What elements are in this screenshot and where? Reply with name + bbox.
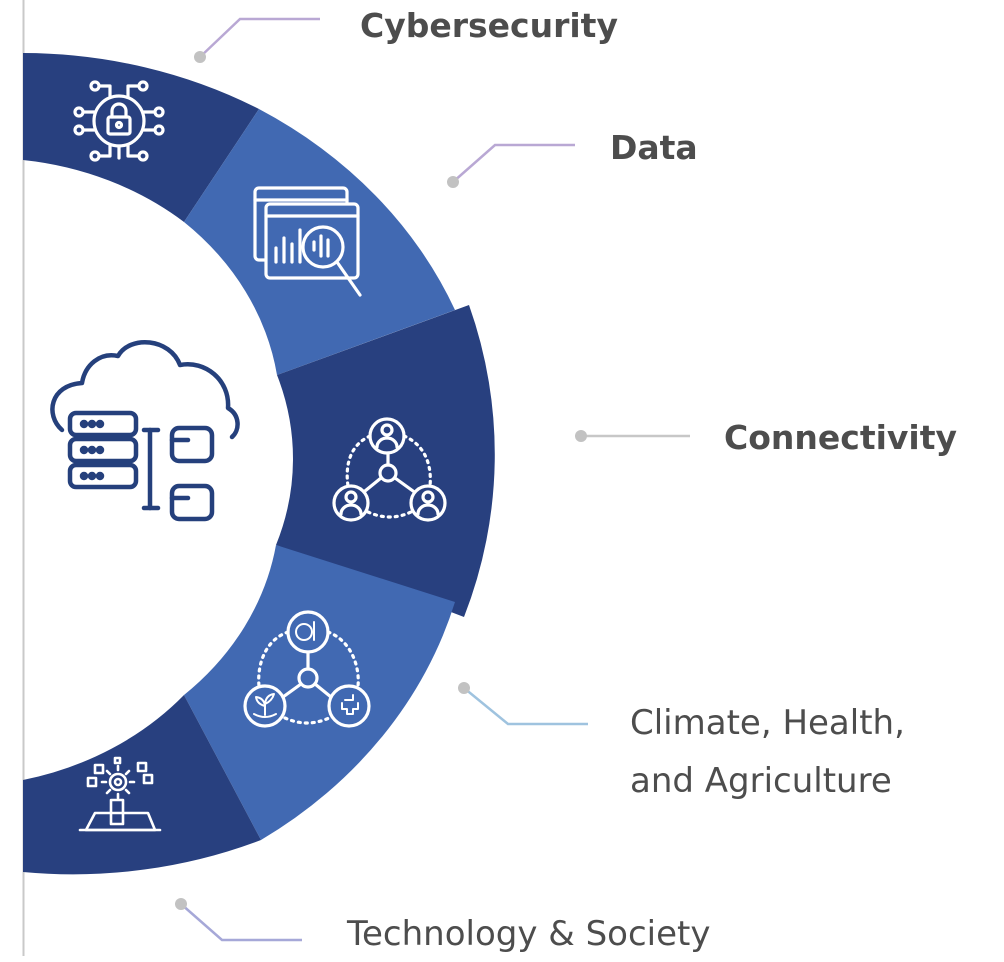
circuit-lock-icon [73, 80, 165, 162]
segment-label-climate-health-agriculture: Climate, Health, and Agriculture [630, 694, 905, 810]
connector-technology [180, 903, 302, 942]
label-line-1: Climate, Health, [630, 703, 905, 743]
label-line-2: and Agriculture [630, 761, 892, 801]
connector-cybersecurity [199, 17, 320, 58]
connector-dot-cybersecurity [194, 51, 206, 63]
segment-climate-health-agriculture [184, 545, 455, 840]
connector-dot-climate [458, 682, 470, 694]
climate-health-agriculture-network-icon [243, 610, 371, 728]
analytics-magnifier-icon [253, 186, 362, 297]
connectors [180, 17, 690, 942]
segment-label-technology-society: Technology & Society [347, 914, 711, 954]
segment-label-data: Data [610, 128, 698, 167]
connector-dot-connectivity [575, 430, 587, 442]
people-network-icon [332, 417, 447, 522]
segment-label-connectivity: Connectivity [724, 418, 958, 457]
connector-dots [175, 51, 587, 910]
connector-dot-data [447, 176, 459, 188]
segment-cybersecurity [23, 53, 259, 222]
connector-data [452, 143, 575, 183]
connector-climate [463, 687, 588, 726]
tech-society-gear-icon [78, 756, 162, 832]
connector-dot-technology [175, 898, 187, 910]
cloud-server-folders-icon [50, 340, 240, 522]
segment-label-cybersecurity: Cybersecurity [360, 6, 618, 45]
segment-connectivity [276, 305, 495, 617]
